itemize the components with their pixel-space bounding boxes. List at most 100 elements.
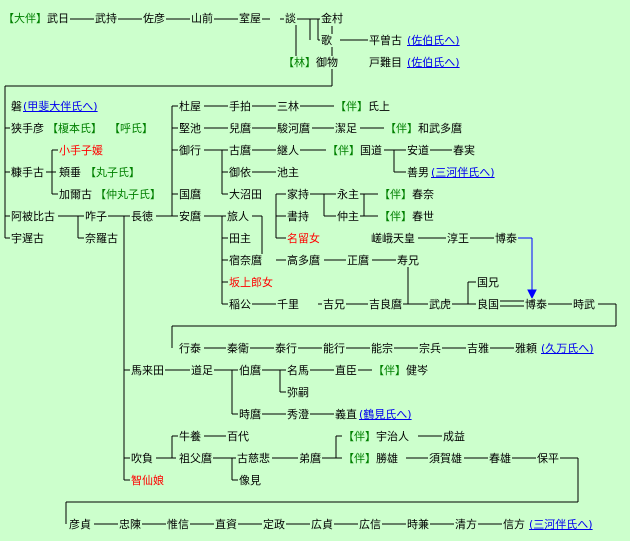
tree-node-kanamura: 金村	[320, 12, 344, 25]
tree-node-kunie: 国兄	[476, 276, 500, 289]
tree-node-masayori: 雅頼	[514, 342, 538, 355]
tree-node-tokitake: 時武	[572, 298, 596, 311]
tree-node-hirotai: 博泰	[494, 232, 518, 245]
tree-node-ikenushi: 池主	[276, 166, 300, 179]
link-saeki-clan[interactable]: (佐伯氏へ)	[406, 34, 461, 47]
tree-node-morihira: 秦衛	[226, 342, 250, 355]
tree-node-nukatare: 頬垂	[58, 166, 82, 179]
tree-node-hidesumi: 秀澄	[286, 408, 310, 421]
tree-node-kamako: 加爾古	[58, 188, 93, 201]
node-name: 御物	[316, 56, 338, 69]
tree-node-mimono: 【林】御物	[282, 56, 339, 69]
tree-node-hakumaro: 伯麿	[238, 364, 262, 377]
tree-node-hikosada: 彦貞	[68, 518, 92, 531]
node-name: 勝雄	[376, 452, 398, 465]
tree-node-shonushi: 書持	[286, 210, 310, 223]
tree-node-harumi: 春実	[452, 144, 476, 157]
tree-node-sakuko: 咋子	[84, 210, 108, 223]
tree-node-tabito: 旅人	[226, 210, 250, 223]
link-kai-otomo-clan[interactable]: (甲斐大伴氏へ)	[22, 100, 99, 113]
tree-node-tsuguhito: 継人	[276, 144, 300, 157]
tree-node-kiyokata: 清方	[454, 518, 478, 531]
tree-node-yasuhira: 保平	[536, 452, 560, 465]
tree-node-sugao: 須賀雄	[428, 452, 463, 465]
tree-node-taketora: 武虎	[428, 298, 452, 311]
clan-tag: 【伴】	[373, 364, 406, 377]
link-mikawa-ban-clan-2[interactable]: (三河伴氏へ)	[528, 518, 594, 531]
node-name: 健岑	[406, 364, 428, 377]
tree-node-uta: 歌	[320, 34, 333, 47]
tree-node-onuta: 大沼田	[228, 188, 263, 201]
tree-node-haruyo: 【伴】春世	[378, 210, 435, 223]
tree-node-yoshimasa: 吉雅	[466, 342, 490, 355]
link-mikawa-ban-clan[interactable]: (三河伴氏へ)	[430, 166, 496, 179]
tree-node-tomome: 戸難目	[368, 56, 403, 69]
tree-node-yoshinao: 義直	[334, 408, 358, 421]
tag-maruko-clan: 【丸子氏】	[84, 166, 141, 179]
tree-node-nukateko: 糠手古	[10, 166, 45, 179]
tree-node-yamasaki: 山前	[190, 12, 214, 25]
tree-node-otomaro: 弟麿	[298, 452, 322, 465]
tree-node-miyori: 御依	[228, 166, 252, 179]
tree-node-fukei: 吹負	[130, 452, 154, 465]
tree-node-michitari: 道足	[190, 364, 214, 377]
tree-node-yoshio: 善男	[406, 166, 430, 179]
tree-node-rurime: 名留女	[286, 232, 321, 245]
node-name: 武日	[47, 12, 69, 25]
tree-node-sadamasa: 定政	[262, 518, 286, 531]
tree-node-miyuki: 御行	[178, 144, 202, 157]
node-name: 春奈	[412, 188, 434, 201]
clan-tag: 【伴】	[335, 100, 368, 113]
tree-node-tanushi: 田主	[228, 232, 252, 245]
tree-node-masamaro: 正麿	[346, 254, 370, 267]
node-name: 氏上	[368, 100, 390, 113]
tree-node-katsuo: 【伴】勝雄	[342, 452, 399, 465]
tree-node-natetsugu: 名馬	[286, 364, 310, 377]
tree-node-yakamochi: 家持	[286, 188, 310, 201]
tree-node-haruo: 春雄	[488, 452, 512, 465]
clan-tag: 【伴】	[327, 144, 360, 157]
tree-node-yukiyasu: 行泰	[178, 342, 202, 355]
link-kumami-clan[interactable]: (久万氏へ)	[540, 342, 595, 355]
tag-enomoto-clan: 【榎本氏】	[46, 122, 103, 135]
tree-node-ushiyashi: 牛養	[178, 430, 202, 443]
tree-node-yatsugu: 弥嗣	[286, 386, 310, 399]
tree-node-naoe: 直臣	[334, 364, 358, 377]
tree-node-yoshikuni: 良国	[476, 298, 500, 311]
tree-node-makuta: 馬来田	[130, 364, 165, 377]
tree-node-nokoh: 能行	[322, 342, 346, 355]
tree-node-oteko: 小手子媛	[58, 144, 104, 157]
link-tsurumi-clan[interactable]: (鶴見氏へ)	[358, 408, 413, 421]
tree-node-sofumaro: 祖父麿	[178, 452, 213, 465]
tree-node-tadatsura: 忠陳	[118, 518, 142, 531]
tree-node-dan: 談	[284, 12, 297, 25]
tree-node-surugamaro: 駿河麿	[276, 122, 311, 135]
tree-node-kenshin: 【伴】健岑	[372, 364, 429, 377]
tree-node-yasumaro: 安麿	[178, 210, 202, 223]
tree-node-teshi: 手拍	[228, 100, 252, 113]
tree-node-kiyotari: 潔足	[334, 122, 358, 135]
tree-node-sakanoue: 坂上郎女	[228, 276, 274, 289]
clan-tag: 【伴】	[385, 122, 418, 135]
clan-tag: 【伴】	[379, 210, 412, 223]
tree-node-takehi: 【大伴】武日	[2, 12, 70, 25]
tree-node-takatamaro: 高多麿	[286, 254, 321, 267]
tree-node-sahiko: 佐彦	[142, 12, 166, 25]
node-name: 宇治人	[376, 430, 409, 443]
tree-node-hirasoko: 平曽古	[368, 34, 403, 47]
tree-node-nagamushi: 永主	[336, 188, 360, 201]
tag-yobi-clan: 【呼氏】	[108, 122, 154, 135]
tree-node-nagatoko: 長徳	[130, 210, 154, 223]
link-saeki-clan-2[interactable]: (佐伯氏へ)	[406, 56, 461, 69]
tree-node-haruna: 【伴】春奈	[378, 188, 435, 201]
clan-tag: 【伴】	[343, 430, 376, 443]
tree-node-momoyo: 百代	[226, 430, 250, 443]
tree-node-inakimi: 稲公	[228, 298, 252, 311]
tree-node-iwa: 磐	[10, 100, 23, 113]
node-name: 和武多麿	[418, 122, 462, 135]
tree-node-nakamushi: 仲主	[336, 210, 360, 223]
tree-node-ujikami: 【伴】氏上	[334, 100, 391, 113]
tree-node-hironobu: 広信	[358, 518, 382, 531]
tree-node-kunimichi: 【伴】国道	[326, 144, 383, 157]
